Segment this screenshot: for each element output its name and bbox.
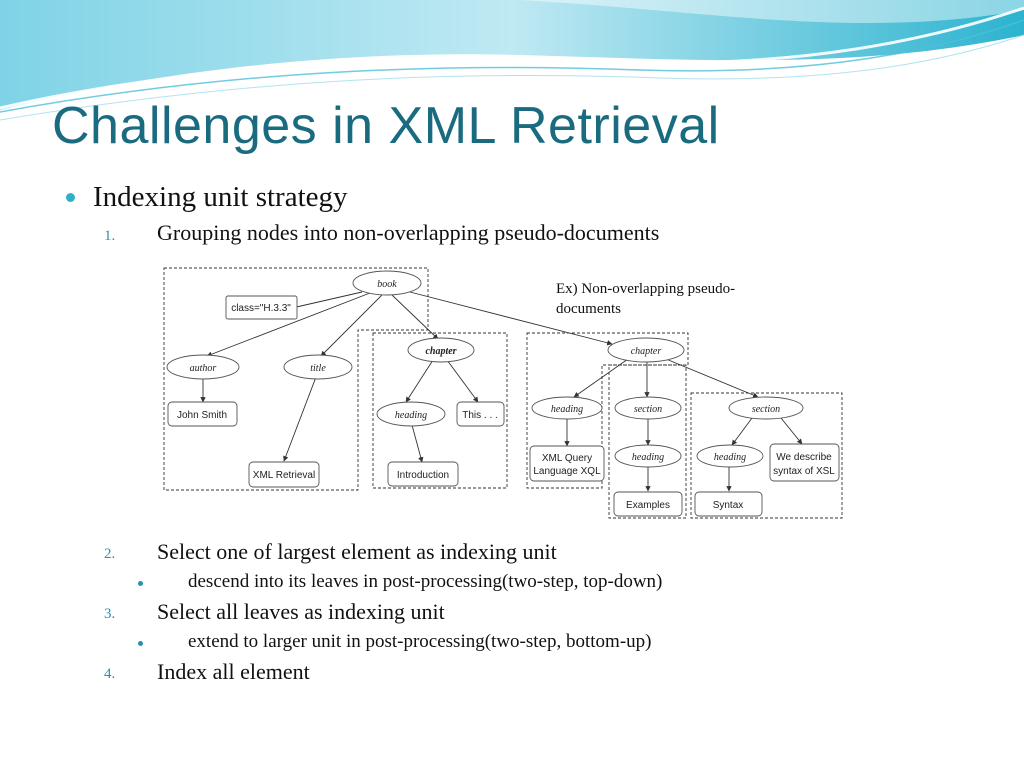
label-heading-2: heading bbox=[551, 404, 583, 415]
node-heading-4 bbox=[696, 444, 764, 468]
edge-chapter2-heading2 bbox=[573, 358, 629, 398]
slide-title: Challenges in XML Retrieval bbox=[52, 97, 720, 155]
label-class-attr: class="H.3.3" bbox=[231, 303, 291, 314]
label-xml-query-line2: Language XQL bbox=[533, 466, 601, 477]
label-section-2: section bbox=[752, 404, 780, 415]
node-heading-1 bbox=[376, 401, 446, 427]
label-this: This . . . bbox=[462, 410, 498, 421]
node-chapter-2 bbox=[607, 337, 685, 363]
sub-bullet-dot-icon bbox=[138, 641, 143, 646]
edge-title-xmlretrieval bbox=[283, 376, 317, 462]
label-book: book bbox=[377, 279, 397, 290]
label-john-smith: John Smith bbox=[177, 410, 227, 421]
edge-book-class bbox=[291, 291, 363, 310]
edge-heading1-introduction bbox=[411, 424, 424, 463]
edge-chapter1-heading1 bbox=[405, 359, 434, 403]
pseudo-doc-region-1 bbox=[163, 267, 429, 491]
node-we-describe bbox=[769, 443, 840, 482]
pseudo-doc-region-3 bbox=[526, 332, 689, 489]
main-bullet-text: Indexing unit strategy bbox=[93, 181, 348, 213]
item-1-number: 1. bbox=[104, 228, 116, 244]
node-examples bbox=[613, 491, 683, 517]
label-heading-3: heading bbox=[632, 452, 664, 463]
header-wave-decoration bbox=[0, 0, 1024, 121]
sub-bullet-dot-icon bbox=[138, 581, 143, 586]
label-we-describe-line2: syntax of XSL bbox=[773, 466, 835, 477]
node-book bbox=[352, 270, 422, 296]
item-2-number: 2. bbox=[104, 546, 116, 562]
edge-book-chapter2 bbox=[409, 291, 613, 346]
node-xml-retrieval bbox=[248, 461, 320, 488]
item-1-text: Grouping nodes into non-overlapping pseu… bbox=[157, 220, 660, 245]
edge-chapter1-this bbox=[446, 359, 479, 403]
pseudo-doc-region-2 bbox=[372, 332, 508, 489]
node-introduction bbox=[387, 461, 459, 487]
edge-section2-heading4 bbox=[731, 417, 753, 446]
node-author bbox=[166, 354, 240, 380]
label-examples: Examples bbox=[626, 500, 670, 511]
example-note: Ex) Non-overlapping pseudo-documents bbox=[556, 281, 736, 317]
node-syntax bbox=[694, 491, 763, 517]
item-4-text: Index all element bbox=[157, 659, 310, 684]
bullet-dot-icon bbox=[66, 193, 75, 202]
node-class-attr bbox=[225, 295, 298, 320]
label-syntax: Syntax bbox=[713, 500, 744, 511]
item-2-text: Select one of largest element as indexin… bbox=[157, 539, 557, 564]
xml-tree-diagram: book author title chapter heading chapte… bbox=[163, 267, 843, 519]
label-title: title bbox=[310, 363, 326, 374]
edge-book-author bbox=[206, 292, 371, 357]
node-section-1 bbox=[614, 396, 682, 420]
label-xml-query-line1: XML Query bbox=[542, 453, 592, 464]
node-this bbox=[456, 401, 505, 427]
edge-book-chapter1 bbox=[391, 294, 439, 340]
node-heading-2 bbox=[531, 396, 603, 420]
node-section-2 bbox=[728, 396, 804, 420]
item-3-text: Select all leaves as indexing unit bbox=[157, 599, 445, 624]
node-xml-query bbox=[529, 445, 605, 482]
edge-chapter2-section2 bbox=[665, 358, 759, 398]
label-section-1: section bbox=[634, 404, 662, 415]
label-chapter-1: chapter bbox=[425, 346, 456, 357]
node-john-smith bbox=[167, 401, 238, 427]
edge-book-title bbox=[320, 294, 383, 357]
edge-section2-wedescribe bbox=[780, 417, 803, 445]
item-2-subtext: descend into its leaves in post-processi… bbox=[188, 571, 663, 592]
node-heading-3 bbox=[614, 444, 682, 468]
label-chapter-2: chapter bbox=[631, 346, 662, 357]
item-3-subtext: extend to larger unit in post-processing… bbox=[188, 631, 652, 652]
label-heading-1: heading bbox=[395, 410, 427, 421]
label-xml-retrieval: XML Retrieval bbox=[253, 470, 315, 481]
item-4-number: 4. bbox=[104, 666, 116, 682]
label-heading-4: heading bbox=[714, 452, 746, 463]
label-author: author bbox=[190, 363, 217, 374]
pseudo-doc-region-5 bbox=[690, 392, 843, 519]
node-title bbox=[283, 354, 353, 380]
node-chapter-1 bbox=[407, 337, 475, 363]
item-3-number: 3. bbox=[104, 606, 116, 622]
label-we-describe-line1: We describe bbox=[776, 452, 832, 463]
label-introduction: Introduction bbox=[397, 470, 449, 481]
